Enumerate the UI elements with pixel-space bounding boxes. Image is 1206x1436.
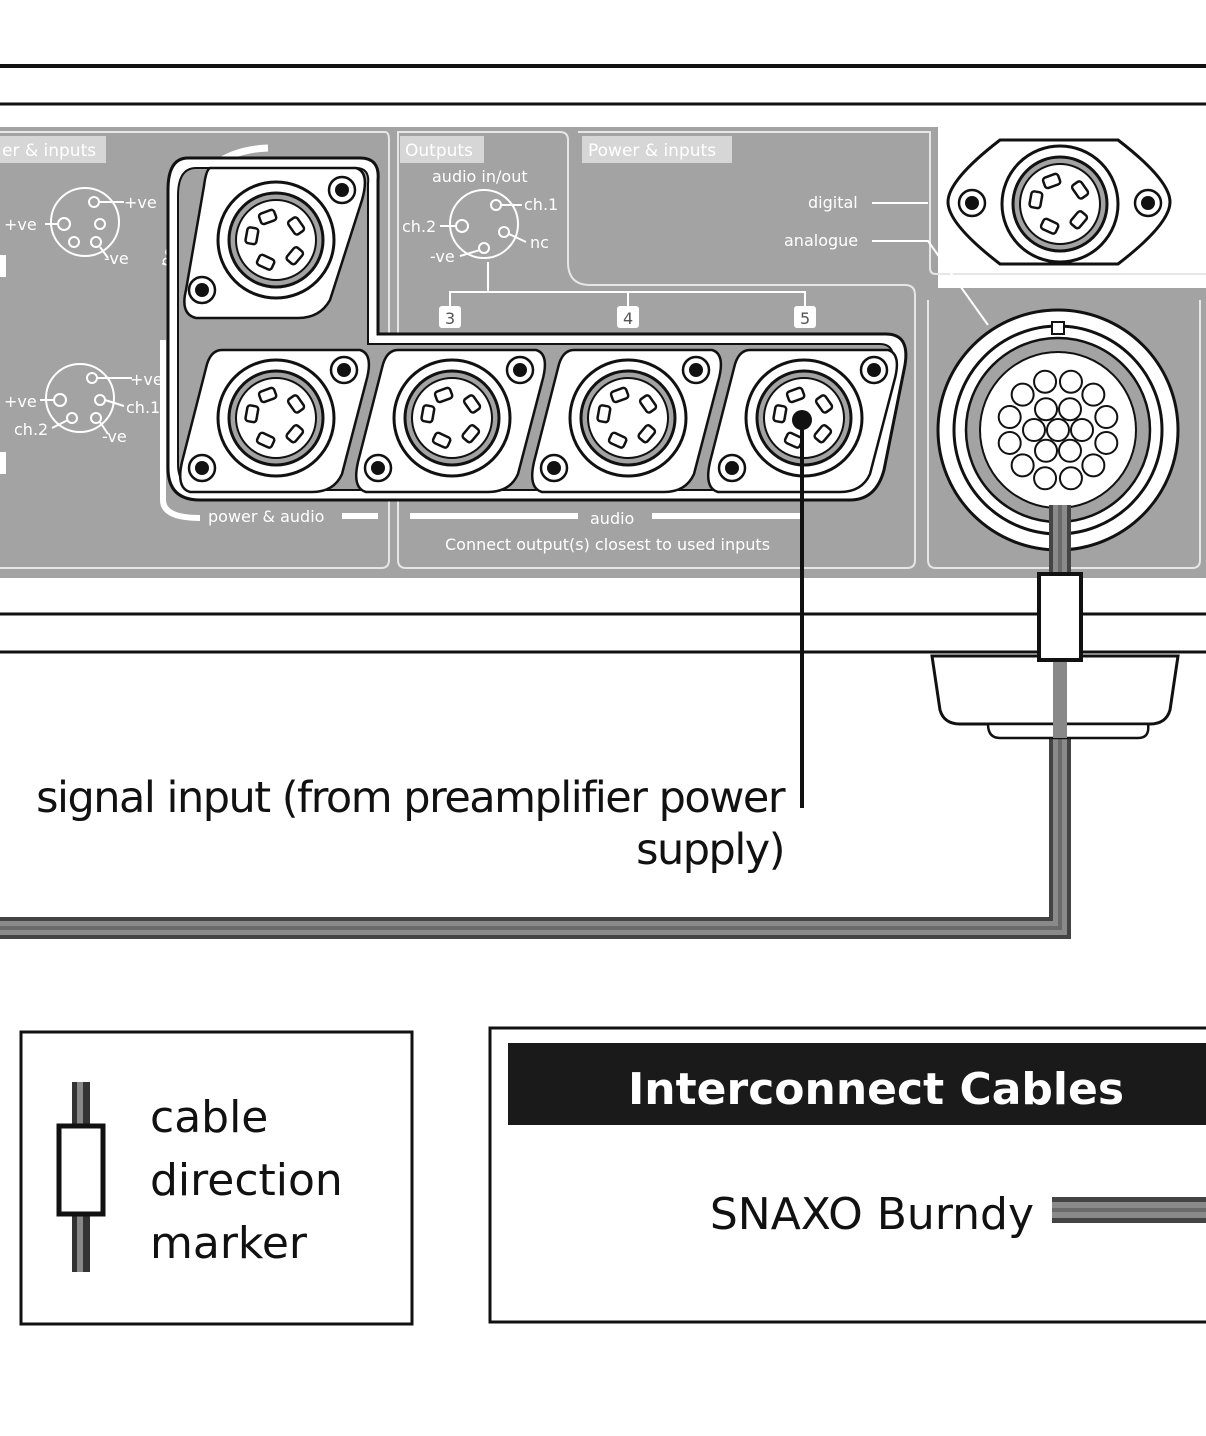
section-label-left: er & inputs <box>2 141 96 161</box>
digital-din-socket <box>946 138 1172 266</box>
analogue-label: analogue <box>784 231 858 250</box>
legend-text-line2: direction <box>150 1155 343 1206</box>
output-number-5: 5 <box>800 309 810 328</box>
output-number-3: 3 <box>445 309 455 328</box>
power-audio-bracket <box>160 340 201 521</box>
xlr-pinout-outputs: audio in/out ch.1 ch.2 -ve nc <box>402 167 558 292</box>
callout-text-line2: supply) <box>636 825 784 875</box>
pin-label-plus-ve: +ve <box>130 370 163 389</box>
burndy-pin <box>1034 438 1058 463</box>
pin-label-nc: nc <box>530 233 549 252</box>
burndy-pin <box>1058 466 1083 491</box>
tab-left <box>0 136 106 163</box>
burndy-pin <box>1058 397 1082 422</box>
pin-label-ch1: ch.1 <box>126 398 160 417</box>
section-label-power-inputs: Power & inputs <box>588 141 716 161</box>
pin-label-minus-ve: -ve <box>102 427 127 446</box>
din-socket-power <box>183 166 367 320</box>
snaxo-burndy-label: SNAXO Burndy <box>710 1189 1034 1240</box>
burndy-pin <box>997 405 1022 430</box>
section-outputs-outline <box>397 131 916 569</box>
tab-power-inputs <box>582 136 732 163</box>
din-socket-input-1 <box>179 348 371 494</box>
legend-text-line3: marker <box>150 1218 308 1269</box>
analogue-leader <box>872 240 989 326</box>
burndy-pin <box>1094 430 1119 455</box>
connect-note: Connect output(s) closest to used inputs <box>445 535 770 554</box>
output-number-badge <box>617 306 639 328</box>
callout-text-line1: signal input (from preamplifier power <box>36 773 786 823</box>
snaxo-burndy-cable-swatch <box>1052 1197 1206 1223</box>
burndy-pin <box>1022 418 1046 442</box>
legend-text-line1: cable <box>150 1092 268 1143</box>
burndy-pin <box>1094 405 1119 430</box>
pin-label-plus-ve: +ve <box>124 193 157 212</box>
burndy-pin <box>1081 453 1106 478</box>
burndy-socket <box>936 308 1180 552</box>
interconnect-cables-title: Interconnect Cables <box>628 1064 1124 1115</box>
xlr-pinout-upper: +ve +ve -ve <box>0 187 157 277</box>
pin-label-plus-ve: +ve <box>4 392 37 411</box>
tab-outputs <box>400 136 484 163</box>
cable-direction-marker-icon <box>1037 572 1083 662</box>
audio-label: audio <box>590 509 634 528</box>
output-bracket <box>449 291 806 308</box>
burndy-pin <box>1033 369 1058 394</box>
output-number-4: 4 <box>623 309 633 328</box>
burndy-pin <box>1046 418 1070 442</box>
pin-label-ch2: ch.2 <box>14 420 48 439</box>
section-power-inputs-outline <box>578 131 1206 275</box>
burndy-pin <box>1058 369 1083 394</box>
output-number-badge <box>794 306 816 328</box>
burndy-pin <box>1010 382 1035 407</box>
din-socket-output-4 <box>531 348 723 494</box>
burndy-pin <box>1081 382 1106 407</box>
pin-label-minus-ve: -ve <box>104 249 129 268</box>
burndy-pin <box>1034 397 1058 422</box>
audio-in-out-label: audio in/out <box>432 167 528 186</box>
digital-label: digital <box>808 193 858 212</box>
pin-label-minus-ve: -ve <box>430 247 455 266</box>
interconnect-cables-header <box>508 1043 1206 1125</box>
pin-label-ch1: ch.1 <box>524 195 558 214</box>
burndy-pin <box>1070 418 1094 442</box>
chassis-foot-base <box>986 722 1150 740</box>
cable-direction-marker-icon <box>56 1082 106 1272</box>
din-socket-output-3 <box>355 348 547 494</box>
power-audio-label: power & audio <box>208 507 324 526</box>
burndy-pin <box>1058 438 1082 463</box>
section-label-outputs: Outputs <box>405 141 473 161</box>
burndy-pin <box>997 430 1022 455</box>
burndy-pin <box>1033 466 1058 491</box>
output-number-badge <box>439 306 461 328</box>
pin-label-ch2: ch.2 <box>402 217 436 236</box>
pin-label-plus-ve: +ve <box>4 215 37 234</box>
burndy-pin <box>1010 453 1035 478</box>
xlr-pinout-lower: +ve +ve ch.1 ch.2 -ve <box>0 363 163 474</box>
